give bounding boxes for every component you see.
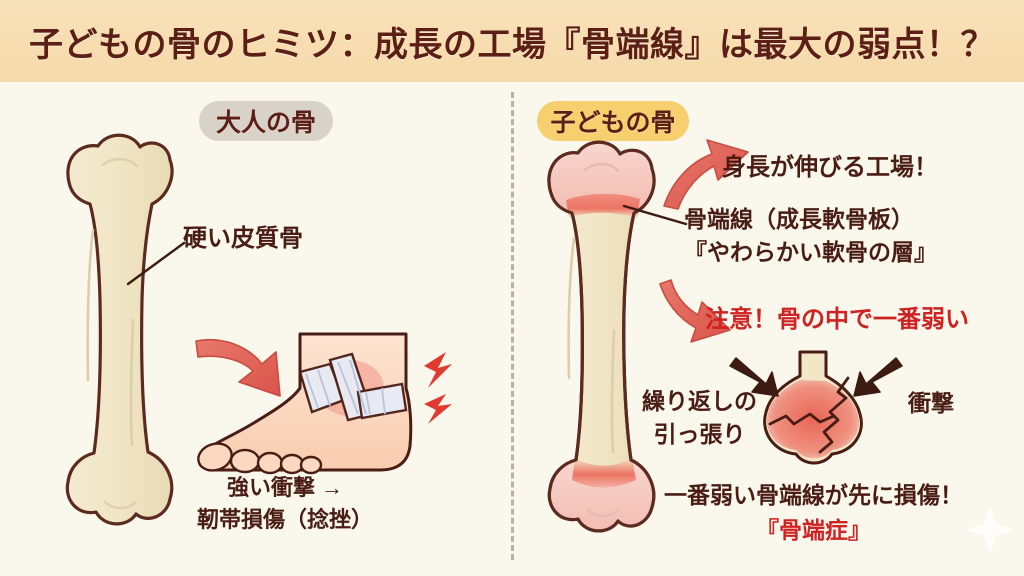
child-bone-top-epiphysis <box>548 142 654 212</box>
bone-highlight-right <box>129 318 135 447</box>
label-shock: 衝撃 <box>908 390 954 416</box>
arrow-shock-right <box>853 357 903 397</box>
red-arrow-impact <box>195 339 281 397</box>
header-banner: 子どもの骨のヒミツ：成長の工場『骨端線』は最大の弱点！？ <box>0 0 1024 82</box>
foot-shape <box>197 332 413 472</box>
label-weakest-warning: 注意！骨の中で一番弱い <box>705 306 969 333</box>
growth-plate-line1: 骨端線（成長軟骨板） <box>684 206 914 232</box>
child-bone-highlight-right <box>610 328 616 454</box>
label-cortical-bone: 硬い皮質骨 <box>183 225 303 252</box>
ankle-inflammation <box>316 360 384 416</box>
child-bone-head-notch <box>583 162 620 173</box>
label-impact-caption: 強い衝撃 → 靭帯損傷（捻挫） <box>197 472 373 536</box>
child-bone-outline <box>547 140 656 533</box>
repeated-pull-line1: 繰り返しの <box>642 388 757 414</box>
leader-line-cortical <box>126 241 186 286</box>
child-bone-foot-notch <box>586 508 620 518</box>
label-repeated-pull: 繰り返しの 引っ張り <box>642 385 757 450</box>
bone-foot-notch <box>103 500 138 510</box>
ligament-fibers <box>305 359 386 415</box>
growth-plate-bottom <box>572 458 636 488</box>
panel-divider <box>511 92 514 560</box>
growth-plate-line2: 『やわらかい軟骨の層』 <box>684 238 937 265</box>
label-growth-factory: 身長が伸びる工場！ <box>722 154 938 181</box>
child-bone-bottom-epiphysis <box>549 460 654 531</box>
child-bone-shape <box>547 140 656 533</box>
sparkle-icon <box>966 506 1014 554</box>
badge-adult-bone: 大人の骨 <box>199 101 333 141</box>
fracture-crack-vertical <box>818 376 850 454</box>
pain-flash-icon <box>424 352 452 424</box>
label-growth-plate: 骨端線（成長軟骨板） 『やわらかい軟骨の層』 <box>684 203 937 268</box>
leader-line-growth-plate <box>622 204 688 226</box>
impact-caption-line2: 靭帯損傷（捻挫） <box>197 506 374 532</box>
label-conclusion: 一番弱い骨端線が先に損傷！ 『骨端症』 <box>664 478 963 547</box>
child-bone-illustration <box>547 140 656 533</box>
fracture-inflammation <box>766 380 860 459</box>
conclusion-line1: 一番弱い骨端線が先に損傷！ <box>664 482 963 508</box>
conclusion-line2: 『骨端症』 <box>756 516 871 543</box>
adult-bone-shape <box>65 133 174 526</box>
bone-highlight-left <box>86 228 95 382</box>
growth-plate-top <box>566 193 640 218</box>
impact-caption-line1: 強い衝撃 → <box>226 475 344 500</box>
fracture-crack-horizontal <box>768 412 836 426</box>
badge-child-bone: 子どもの骨 <box>537 101 689 141</box>
toes <box>197 442 323 475</box>
ligament-bands <box>298 352 408 422</box>
ankle-sprain-illustration <box>197 332 452 475</box>
repeated-pull-line2: 引っ張り <box>653 420 746 447</box>
bone-head-notch <box>101 157 139 168</box>
page-title: 子どもの骨のヒミツ：成長の工場『骨端線』は最大の弱点！？ <box>29 25 995 64</box>
fracture-bone-shape <box>763 350 863 465</box>
child-bone-highlight-left <box>567 236 576 380</box>
adult-bone-illustration <box>65 133 174 526</box>
